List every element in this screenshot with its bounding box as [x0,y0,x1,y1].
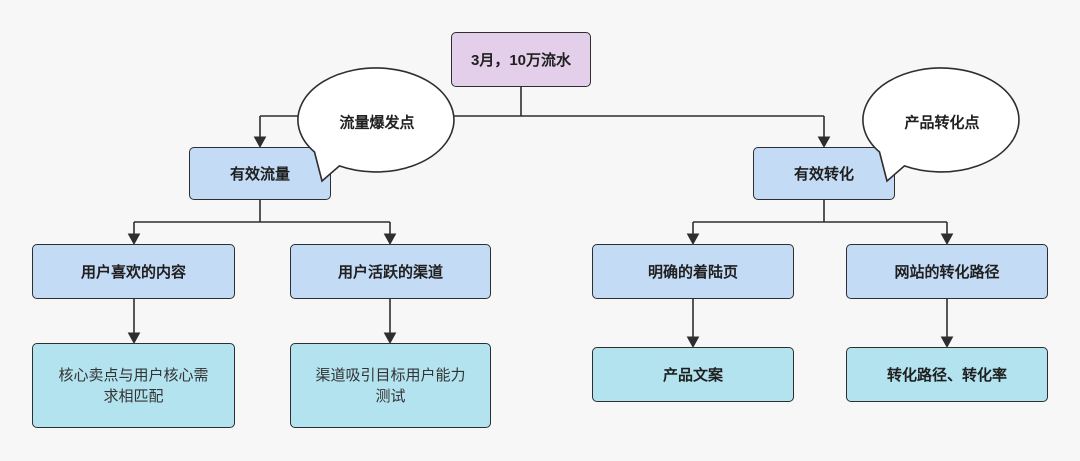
branch-node-conversion: 有效转化 [753,147,895,200]
content-to-detail-arrowhead [127,332,141,345]
child-node-conversion-path: 网站的转化路径 [846,244,1048,299]
to-content-arrowhead [127,233,141,246]
detail-node-selling-point-match: 核心卖点与用户核心需求相匹配 [32,343,235,428]
callout-label: 产品转化点 [904,113,979,131]
detail-node-channel-test: 渠道吸引目标用户能力测试 [290,343,491,428]
child-node-content: 用户喜欢的内容 [32,244,235,299]
child-node-channel: 用户活跃的渠道 [290,244,491,299]
branch-node-traffic: 有效流量 [189,147,331,200]
to-path-arrowhead [940,233,954,246]
detail-node-conversion-rate: 转化路径、转化率 [846,347,1048,402]
callout-label: 流量爆发点 [339,113,414,131]
detail-node-product-copy: 产品文案 [592,347,794,402]
to-conversion-arrowhead [817,136,831,149]
channel-to-detail-arrowhead [383,332,397,345]
to-landing-arrowhead [686,233,700,246]
child-node-landing-page: 明确的着陆页 [592,244,794,299]
to-traffic-arrowhead [253,136,267,149]
to-channel-arrowhead [383,233,397,246]
landing-to-copy-arrowhead [686,336,700,349]
path-to-rate-arrowhead [940,336,954,349]
root-node: 3月，10万流水 [451,32,591,87]
